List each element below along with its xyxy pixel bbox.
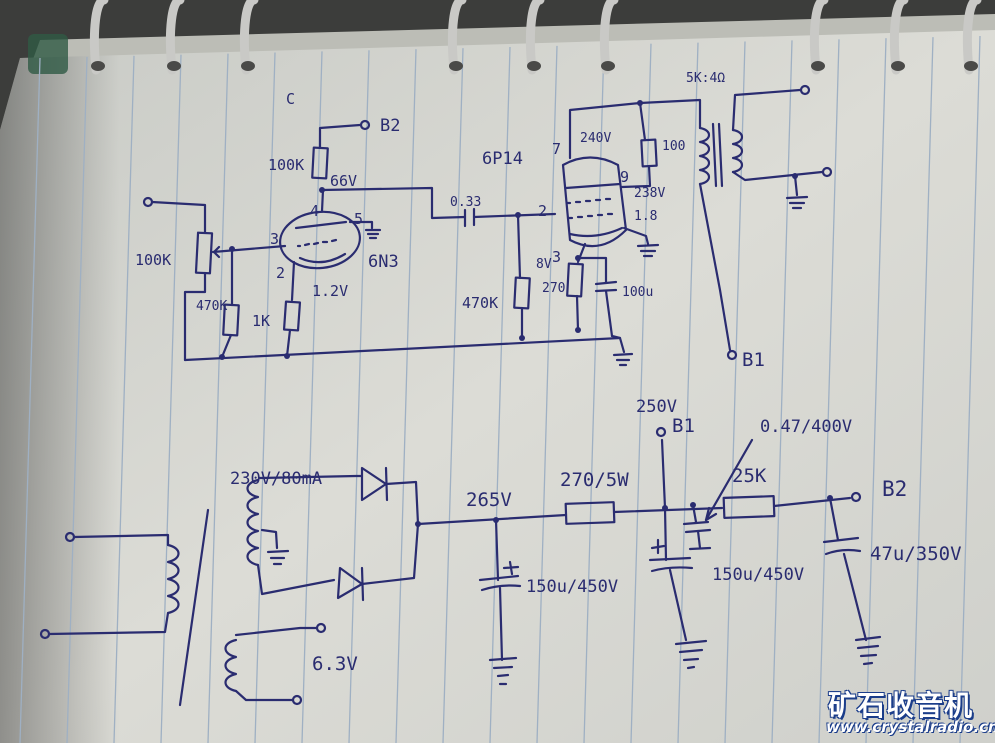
- label-v-265: 265V: [466, 489, 512, 511]
- label-cap-150-a: 150u/450V: [526, 577, 618, 597]
- label-r-cathode-6p14: 270: [542, 281, 565, 296]
- label-pin3-6p14: 3: [552, 248, 561, 266]
- label-v-plate-6p14: 240V: [580, 131, 611, 146]
- amp-junctions: [219, 100, 798, 360]
- ruled-lines: [19, 35, 981, 743]
- label-v-screen: 238V: [634, 186, 665, 201]
- label-b1-amp: B1: [742, 349, 765, 371]
- ruled-line: [66, 56, 88, 743]
- binder-ring: [447, 0, 467, 75]
- ruled-line: [19, 57, 41, 743]
- binder-ring: [809, 0, 829, 75]
- ruled-line: [818, 39, 840, 743]
- label-pin5: 5: [354, 210, 363, 228]
- binder-ring: [165, 0, 185, 75]
- ruled-line: [771, 40, 793, 743]
- label-heater: 6.3V: [312, 653, 358, 675]
- label-r-grid-6p14: 470K: [462, 294, 498, 312]
- label-pin2-6p14: 2: [538, 202, 547, 220]
- ruled-line: [442, 48, 464, 743]
- label-cap-coupling: 0.33: [450, 195, 481, 210]
- ruled-line: [724, 41, 746, 743]
- psu-junctions: [415, 495, 833, 527]
- ruled-line: [583, 44, 605, 743]
- label-b2-psu: B2: [882, 477, 907, 501]
- label-tube-6n3: 6N3: [368, 252, 399, 272]
- label-r-plate-6n3: 100K: [268, 156, 304, 174]
- ruled-line: [630, 43, 652, 743]
- binder-ring: [599, 0, 619, 75]
- binder-ring: [239, 0, 259, 75]
- label-b2-top: B2: [380, 116, 400, 136]
- label-r-270: 270/5W: [560, 469, 629, 491]
- ruled-line: [865, 38, 887, 743]
- psu-wiring: [39, 426, 882, 707]
- green-tab: [28, 34, 68, 74]
- label-cap-bypass: 100u: [622, 285, 653, 300]
- ruled-line: [677, 42, 699, 743]
- ruled-line: [348, 50, 370, 743]
- amp-text-labels: C B2 100K 66V 4 5 3 2 6N3 100K 470K 1K 1…: [135, 71, 765, 371]
- binder-ring: [525, 0, 545, 75]
- label-cap-047: 0.47/400V: [760, 417, 852, 437]
- ruled-line: [113, 55, 135, 743]
- binder-ring: [962, 0, 982, 75]
- label-r-cathode-6n3: 1K: [252, 312, 270, 330]
- label-tube-6p14: 6P14: [482, 149, 523, 169]
- label-pin9: 9: [620, 168, 629, 186]
- label-ot: 5K:4Ω: [686, 71, 725, 86]
- label-pot: 100K: [135, 251, 171, 269]
- ruled-line: [395, 49, 417, 743]
- watermark-site-url: www.crystalradio.cn: [826, 718, 995, 736]
- label-v-plate-6n3: 66V: [330, 172, 357, 190]
- label-pin2-6n3: 2: [276, 264, 285, 282]
- label-r-25k: 25K: [732, 465, 767, 487]
- label-xfmr-secondary: 230V/80mA: [230, 469, 322, 489]
- watermark-site-name: 矿石收音机: [828, 689, 974, 722]
- ruled-line: [160, 54, 182, 743]
- label-v-250: 250V: [636, 397, 677, 417]
- ruled-line: [912, 37, 934, 743]
- label-r-screen: 100: [662, 139, 685, 154]
- ruled-line: [254, 52, 276, 743]
- ruled-line: [207, 53, 229, 743]
- label-cap-47: 47u/350V: [870, 543, 962, 565]
- label-pin4: 4: [310, 202, 319, 220]
- label-c: C: [286, 90, 295, 108]
- label-pin3: 3: [270, 230, 279, 248]
- label-cap-150-b: 150u/450V: [712, 565, 804, 585]
- label-pin7: 7: [552, 140, 561, 158]
- binder-rings: [89, 0, 982, 75]
- label-v-cathode-6p14: 8V: [536, 257, 552, 272]
- binder-ring: [889, 0, 909, 75]
- ruled-line: [489, 46, 511, 743]
- ruled-line: [536, 45, 558, 743]
- page-shading: [0, 30, 995, 743]
- ruled-line: [959, 35, 981, 743]
- label-v-1-8: 1.8: [634, 209, 657, 224]
- label-v-cathode-6n3: 1.2V: [312, 282, 348, 300]
- psu-text-labels: 250V B1 0.47/400V 230V/80mA 265V 270/5W …: [230, 397, 962, 675]
- binder-ring: [89, 0, 109, 75]
- label-b1-psu: B1: [672, 415, 695, 437]
- label-r-grid-6n3: 470K: [196, 299, 227, 314]
